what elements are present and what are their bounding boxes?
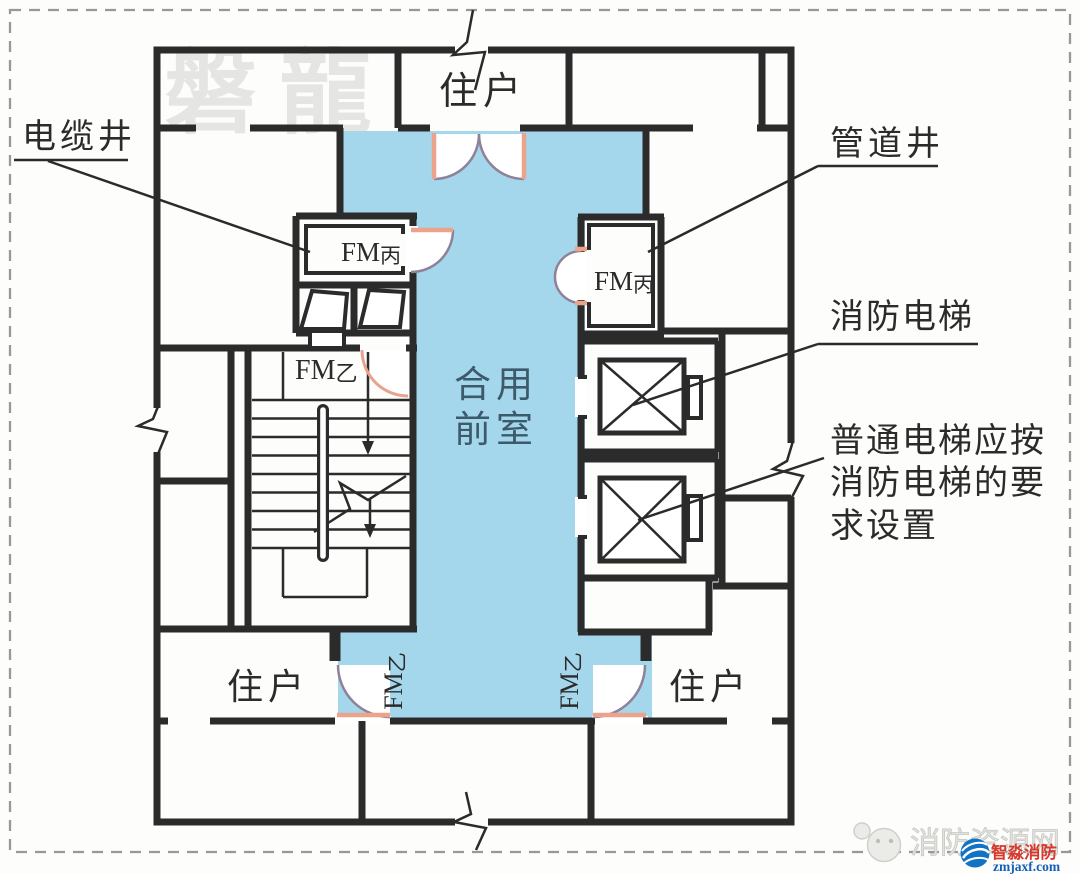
door-arc-pink [360,349,409,398]
fire-elevator-cab [597,357,703,436]
label-note-3: 求设置 [830,508,938,545]
label-note-2: 消防电梯的要 [830,464,1046,502]
label-fm-bing-left: FM丙 [341,237,401,268]
brand-url: zmjaxf.com [993,859,1061,874]
label-note-1: 普通电梯应按 [830,422,1046,460]
label-cable-shaft: 电缆井 [22,118,136,156]
label-resident-bottom-left: 住户 [227,667,309,707]
leader-lines [14,158,978,522]
label-pipe-shaft: 管道井 [830,125,944,163]
ordinary-elevator-cab [597,475,703,564]
label-fm-bing-right: FM丙 [594,266,654,297]
door-swing-areas [338,134,645,717]
brand-name: 智淼消防 [991,842,1058,862]
label-resident-bottom-right: 住户 [669,667,751,707]
label-fm-yi-bottom-left: FM乙 [379,652,409,710]
stair-handrail [317,404,329,562]
vent-shaft-louvers [298,287,407,331]
stair-treads [252,352,410,599]
ghost-icon [866,827,902,863]
label-front-room-2: 前室 [454,409,538,451]
label-fm-yi-top: FM乙 [295,355,357,386]
stair-arrows [362,441,376,538]
label-resident-top: 住户 [439,71,527,113]
elevator-door-jambs [578,375,587,539]
label-front-room-1: 合用 [454,364,538,406]
footer-logo: 消防资源网 智淼消防 zmjaxf.com [853,822,1061,874]
door-leaves [337,133,646,718]
wall-notch [308,329,346,350]
dashed-border [8,8,1072,854]
break-symbols [134,9,805,851]
walls [153,46,795,826]
label-fire-elevator: 消防电梯 [830,298,974,336]
wall-stubs [329,632,652,661]
label-fm-yi-bottom-right: FM乙 [555,652,585,710]
